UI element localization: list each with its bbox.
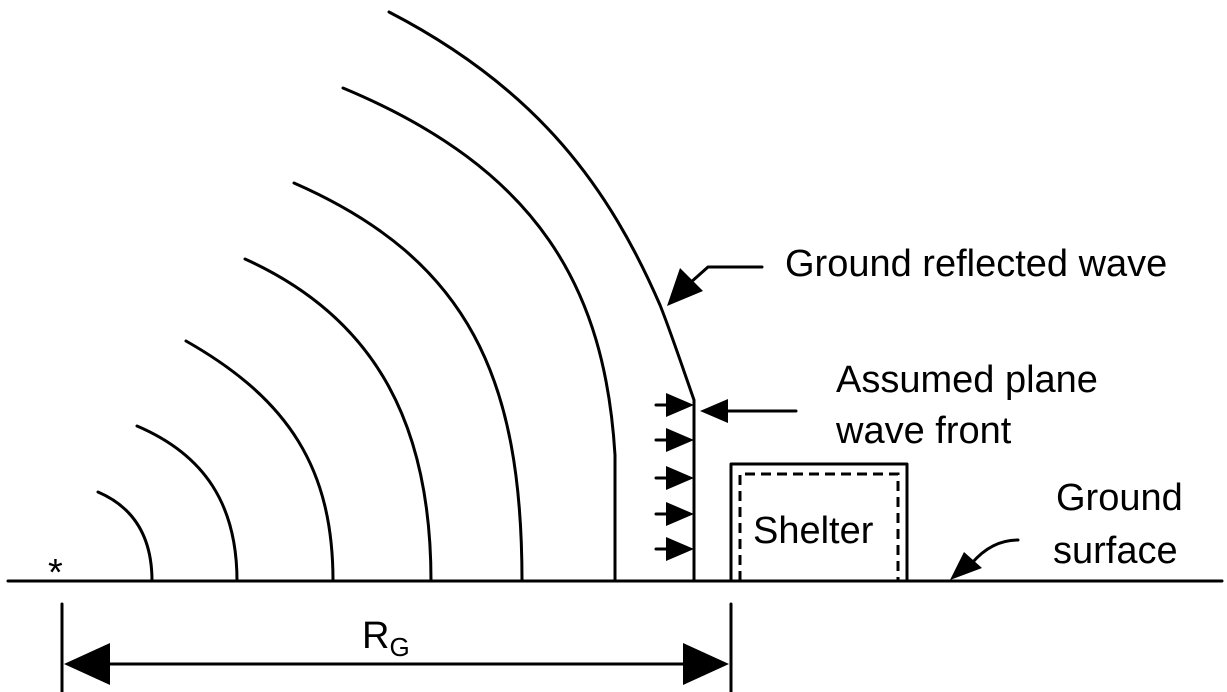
plane-arrow-head-1	[666, 393, 694, 417]
plane-label-line1: Assumed plane	[836, 359, 1098, 401]
dimension-arrow-left	[64, 643, 110, 685]
reflected-leader	[688, 265, 764, 285]
distance-dimension: RG	[60, 602, 733, 692]
wave-front-1	[96, 490, 154, 583]
wave-front-2	[135, 424, 239, 583]
wave-front-5	[292, 181, 524, 583]
plane-arrow-head-3	[666, 466, 694, 490]
ground-arrow-head	[950, 552, 982, 580]
dimension-arrow-right	[683, 643, 729, 685]
plane-arrow-head-5	[666, 537, 694, 561]
wave-fronts	[96, 10, 696, 583]
ground-label-line1: Ground	[1056, 477, 1183, 519]
plane-arrow-head-4	[666, 502, 694, 526]
distance-label-main: R	[362, 615, 389, 657]
ground-surface-callout: Ground surface	[950, 477, 1183, 580]
reflected-wave-callout: Ground reflected wave	[667, 243, 1167, 306]
ground-leader	[970, 538, 1020, 565]
distance-label-subscript: G	[389, 632, 409, 662]
plane-front-callout: Assumed plane wave front	[700, 359, 1098, 452]
wave-front-7	[387, 10, 696, 583]
ground-label-line2: surface	[1053, 530, 1178, 572]
reflected-wave-label: Ground reflected wave	[785, 243, 1167, 285]
plane-arrow-head	[700, 399, 728, 423]
shelter-label: Shelter	[753, 510, 874, 552]
source-marker: *	[48, 552, 63, 594]
wave-front-3	[184, 339, 335, 583]
plane-arrow-head-2	[666, 428, 694, 452]
reflected-arrow-head	[667, 268, 703, 306]
shelter-inner	[738, 472, 900, 581]
shelter-outer	[729, 462, 909, 583]
wave-front-6	[341, 86, 617, 583]
plane-front-arrows	[654, 393, 694, 561]
shelter: Shelter	[729, 462, 909, 583]
plane-label-line2: wave front	[835, 410, 1012, 452]
wave-front-4	[243, 257, 433, 583]
distance-label: RG	[362, 615, 410, 662]
